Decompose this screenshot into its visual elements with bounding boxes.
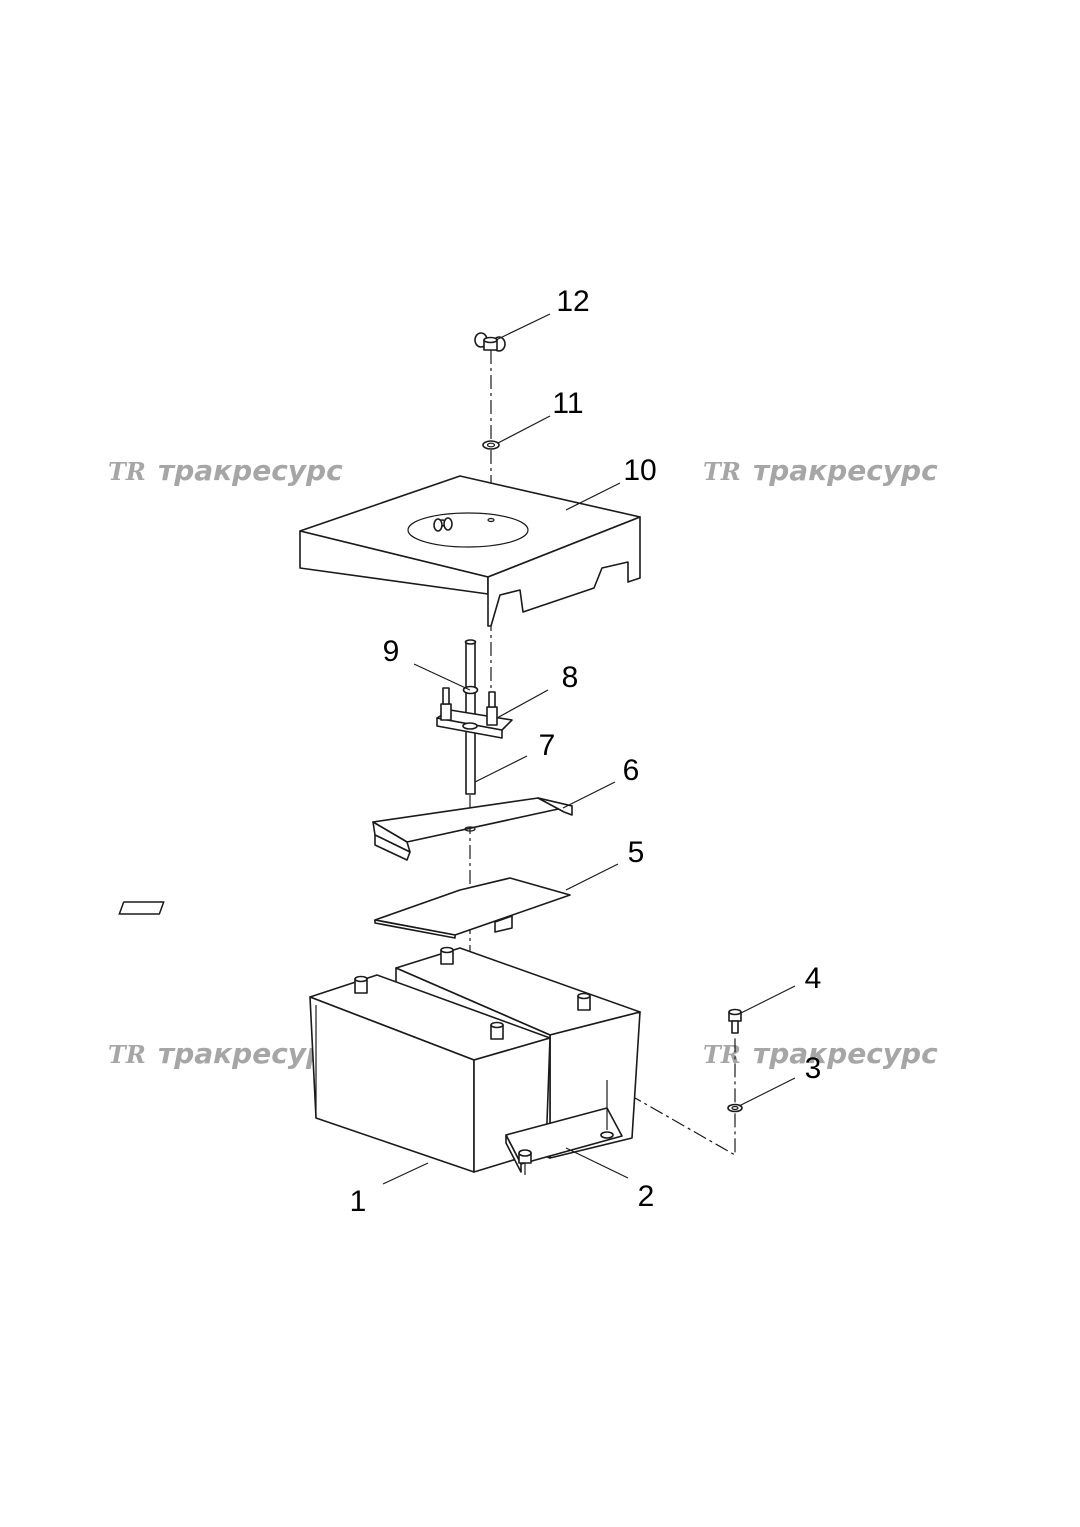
leader-2	[565, 1147, 629, 1179]
battery-cover	[299, 475, 641, 627]
wing-nut	[474, 332, 506, 352]
washer-11	[482, 440, 500, 450]
watermark-text: тракресурс	[753, 454, 938, 487]
leader-6	[562, 781, 616, 809]
leader-7	[474, 755, 528, 783]
bracket-bolt	[518, 1149, 532, 1175]
leader-8	[496, 689, 549, 719]
callout-2: 2	[638, 1180, 655, 1213]
hold-down-strap	[372, 797, 573, 861]
callout-11: 11	[552, 387, 583, 420]
clamp-bracket	[436, 687, 513, 739]
leader-12	[495, 313, 551, 341]
callout-6: 6	[623, 754, 640, 787]
terminal-post	[440, 946, 454, 965]
callout-12: 12	[556, 285, 589, 318]
leader-5	[565, 863, 619, 891]
watermark-logo: TR	[108, 457, 146, 486]
bolt-4	[728, 1008, 742, 1034]
mounting-bracket	[505, 1080, 623, 1175]
callout-9: 9	[383, 635, 400, 668]
watermark-logo: TR	[108, 1040, 146, 1069]
terminal-post	[577, 992, 591, 1011]
gasket-plate	[118, 877, 571, 939]
watermark-top-left: TR тракресурс	[108, 454, 343, 487]
clamp-post-right	[486, 691, 498, 726]
axis-line-bolt	[606, 1038, 736, 1157]
callout-4: 4	[805, 962, 822, 995]
watermark-top-right: TR тракресурс	[703, 454, 938, 487]
leader-3	[738, 1077, 796, 1107]
watermark-text: тракресурс	[158, 454, 343, 487]
leader-11	[497, 415, 551, 444]
callout-5: 5	[628, 836, 645, 869]
clamp-post-left	[440, 687, 452, 721]
watermark-bottom-left: TR тракресурс	[108, 1037, 343, 1070]
callout-3: 3	[805, 1052, 822, 1085]
leader-10	[565, 482, 621, 511]
callout-10: 10	[623, 454, 656, 487]
terminal-post	[490, 1021, 504, 1040]
callout-7: 7	[539, 729, 556, 762]
watermark-logo: TR	[703, 457, 741, 486]
washer-3	[727, 1103, 743, 1113]
watermark-text: тракресурс	[753, 1037, 938, 1070]
wing-nut-on-cover	[433, 517, 453, 532]
callout-1: 1	[350, 1185, 367, 1218]
leader-4	[738, 985, 796, 1015]
leader-1	[382, 1162, 429, 1185]
leader-9	[413, 663, 471, 691]
terminal-post	[354, 975, 368, 994]
callout-8: 8	[562, 661, 579, 694]
